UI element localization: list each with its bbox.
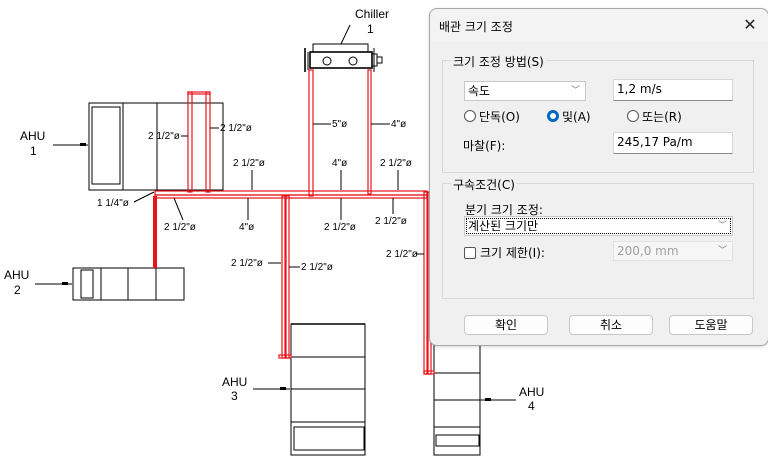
pipe-label: 4"ø xyxy=(391,119,406,130)
chiller-1[interactable]: Chiller 1 xyxy=(304,7,389,72)
sizing-method-group: 크기 조정 방법(S) xyxy=(442,53,754,173)
chiller-name: Chiller xyxy=(355,7,389,21)
pipe-label: 2 1/2"ø xyxy=(375,216,407,227)
velocity-value: 1,2 m/s xyxy=(617,82,662,96)
chiller-number: 1 xyxy=(367,22,374,36)
friction-input[interactable]: 245,17 Pa/m xyxy=(613,132,733,154)
ahu1-name: AHU xyxy=(20,129,45,143)
ahu-4[interactable]: AHU 4 xyxy=(433,344,544,456)
ahu2-name: AHU xyxy=(4,268,29,282)
radio-and-circle[interactable] xyxy=(547,110,559,122)
dialog-titlebar[interactable]: 배관 크기 조정 ✕ xyxy=(430,9,768,41)
friction-label: 마찰(F): xyxy=(463,139,506,153)
pipe-label: 2 1/2"ø xyxy=(380,158,412,169)
branch-sizing-select[interactable]: 계산된 크기만 ﹀ xyxy=(464,216,733,236)
ahu-2[interactable]: AHU 2 xyxy=(4,267,185,301)
ahu4-name: AHU xyxy=(519,385,544,399)
ahu-3[interactable]: AHU 3 xyxy=(222,323,366,456)
radio-and[interactable]: 및(A) xyxy=(547,108,591,124)
sizing-method-group-label: 크기 조정 방법(S) xyxy=(451,53,546,70)
friction-value: 245,17 Pa/m xyxy=(617,135,693,149)
radio-only-label: 단독(O) xyxy=(479,109,520,124)
ahu3-number: 3 xyxy=(231,389,238,403)
pipe-label: 2 1/2"ø xyxy=(148,131,180,142)
pipe-sizing-dialog: 배관 크기 조정 ✕ 크기 조정 방법(S) 속도 ﹀ 1,2 m/s 단독(O… xyxy=(429,8,768,346)
close-icon[interactable]: ✕ xyxy=(743,15,757,34)
radio-or-circle[interactable] xyxy=(627,110,639,122)
pipe-label: 4"ø xyxy=(239,222,254,233)
pipe-label: 2 1/2"ø xyxy=(231,258,263,269)
sizing-method-select[interactable]: 속도 ﹀ xyxy=(464,81,586,101)
radio-and-label: 및(A) xyxy=(562,109,591,124)
pipe-label: 4"ø xyxy=(332,158,347,169)
pipe-label: 2 1/2"ø xyxy=(233,158,265,169)
pipe-label: 2 1/2"ø xyxy=(324,222,356,233)
size-limit-value: 200,0 mm xyxy=(617,244,679,258)
constraints-group: 구속조건(C) xyxy=(442,176,754,299)
pipe-label: 2 1/2"ø xyxy=(386,249,418,260)
branch-sizing-value: 계산된 크기만 xyxy=(468,219,539,233)
size-limit-checkbox-box[interactable] xyxy=(464,246,476,259)
sizing-method-value: 속도 xyxy=(468,84,491,98)
velocity-input[interactable]: 1,2 m/s xyxy=(613,79,733,101)
size-limit-checkbox[interactable]: 크기 제한(I): xyxy=(464,244,545,261)
radio-only-circle[interactable] xyxy=(464,110,476,122)
constraints-group-label: 구속조건(C) xyxy=(451,176,517,193)
pipe-size-labels: 2 1/2"ø 2 1/2"ø 5"ø 4"ø 2 1/2"ø 4"ø 2 1/… xyxy=(97,119,424,273)
radio-or-label: 또는(R) xyxy=(642,109,682,124)
cancel-button[interactable]: 취소 xyxy=(569,315,653,335)
help-button[interactable]: 도움말 xyxy=(669,315,753,335)
size-limit-label: 크기 제한(I): xyxy=(480,246,545,260)
pipe-label: 1 1/4"ø xyxy=(97,198,129,209)
ahu2-number: 2 xyxy=(14,283,21,297)
ahu-1[interactable]: AHU 1 xyxy=(20,102,224,191)
radio-or[interactable]: 또는(R) xyxy=(627,108,682,124)
radio-only[interactable]: 단독(O) xyxy=(464,108,520,124)
ahu3-name: AHU xyxy=(222,375,247,389)
branch-sizing-label: 분기 크기 조정: xyxy=(465,203,543,217)
pipe-label: 2 1/2"ø xyxy=(220,123,252,134)
chevron-down-icon: ﹀ xyxy=(570,86,580,96)
ahu4-number: 4 xyxy=(528,399,535,413)
chevron-down-icon: ﹀ xyxy=(717,221,727,231)
ahu1-number: 1 xyxy=(30,144,37,158)
pipe-label: 2 1/2"ø xyxy=(164,222,196,233)
size-limit-select: 200,0 mm ﹀ xyxy=(613,241,733,261)
pipe-label: 2 1/2"ø xyxy=(301,262,333,273)
pipe-label: 5"ø xyxy=(332,119,347,130)
ok-button[interactable]: 확인 xyxy=(464,315,548,335)
dialog-title: 배관 크기 조정 xyxy=(439,20,513,34)
pipe-network[interactable] xyxy=(153,69,435,375)
chevron-down-icon: ﹀ xyxy=(717,246,727,256)
